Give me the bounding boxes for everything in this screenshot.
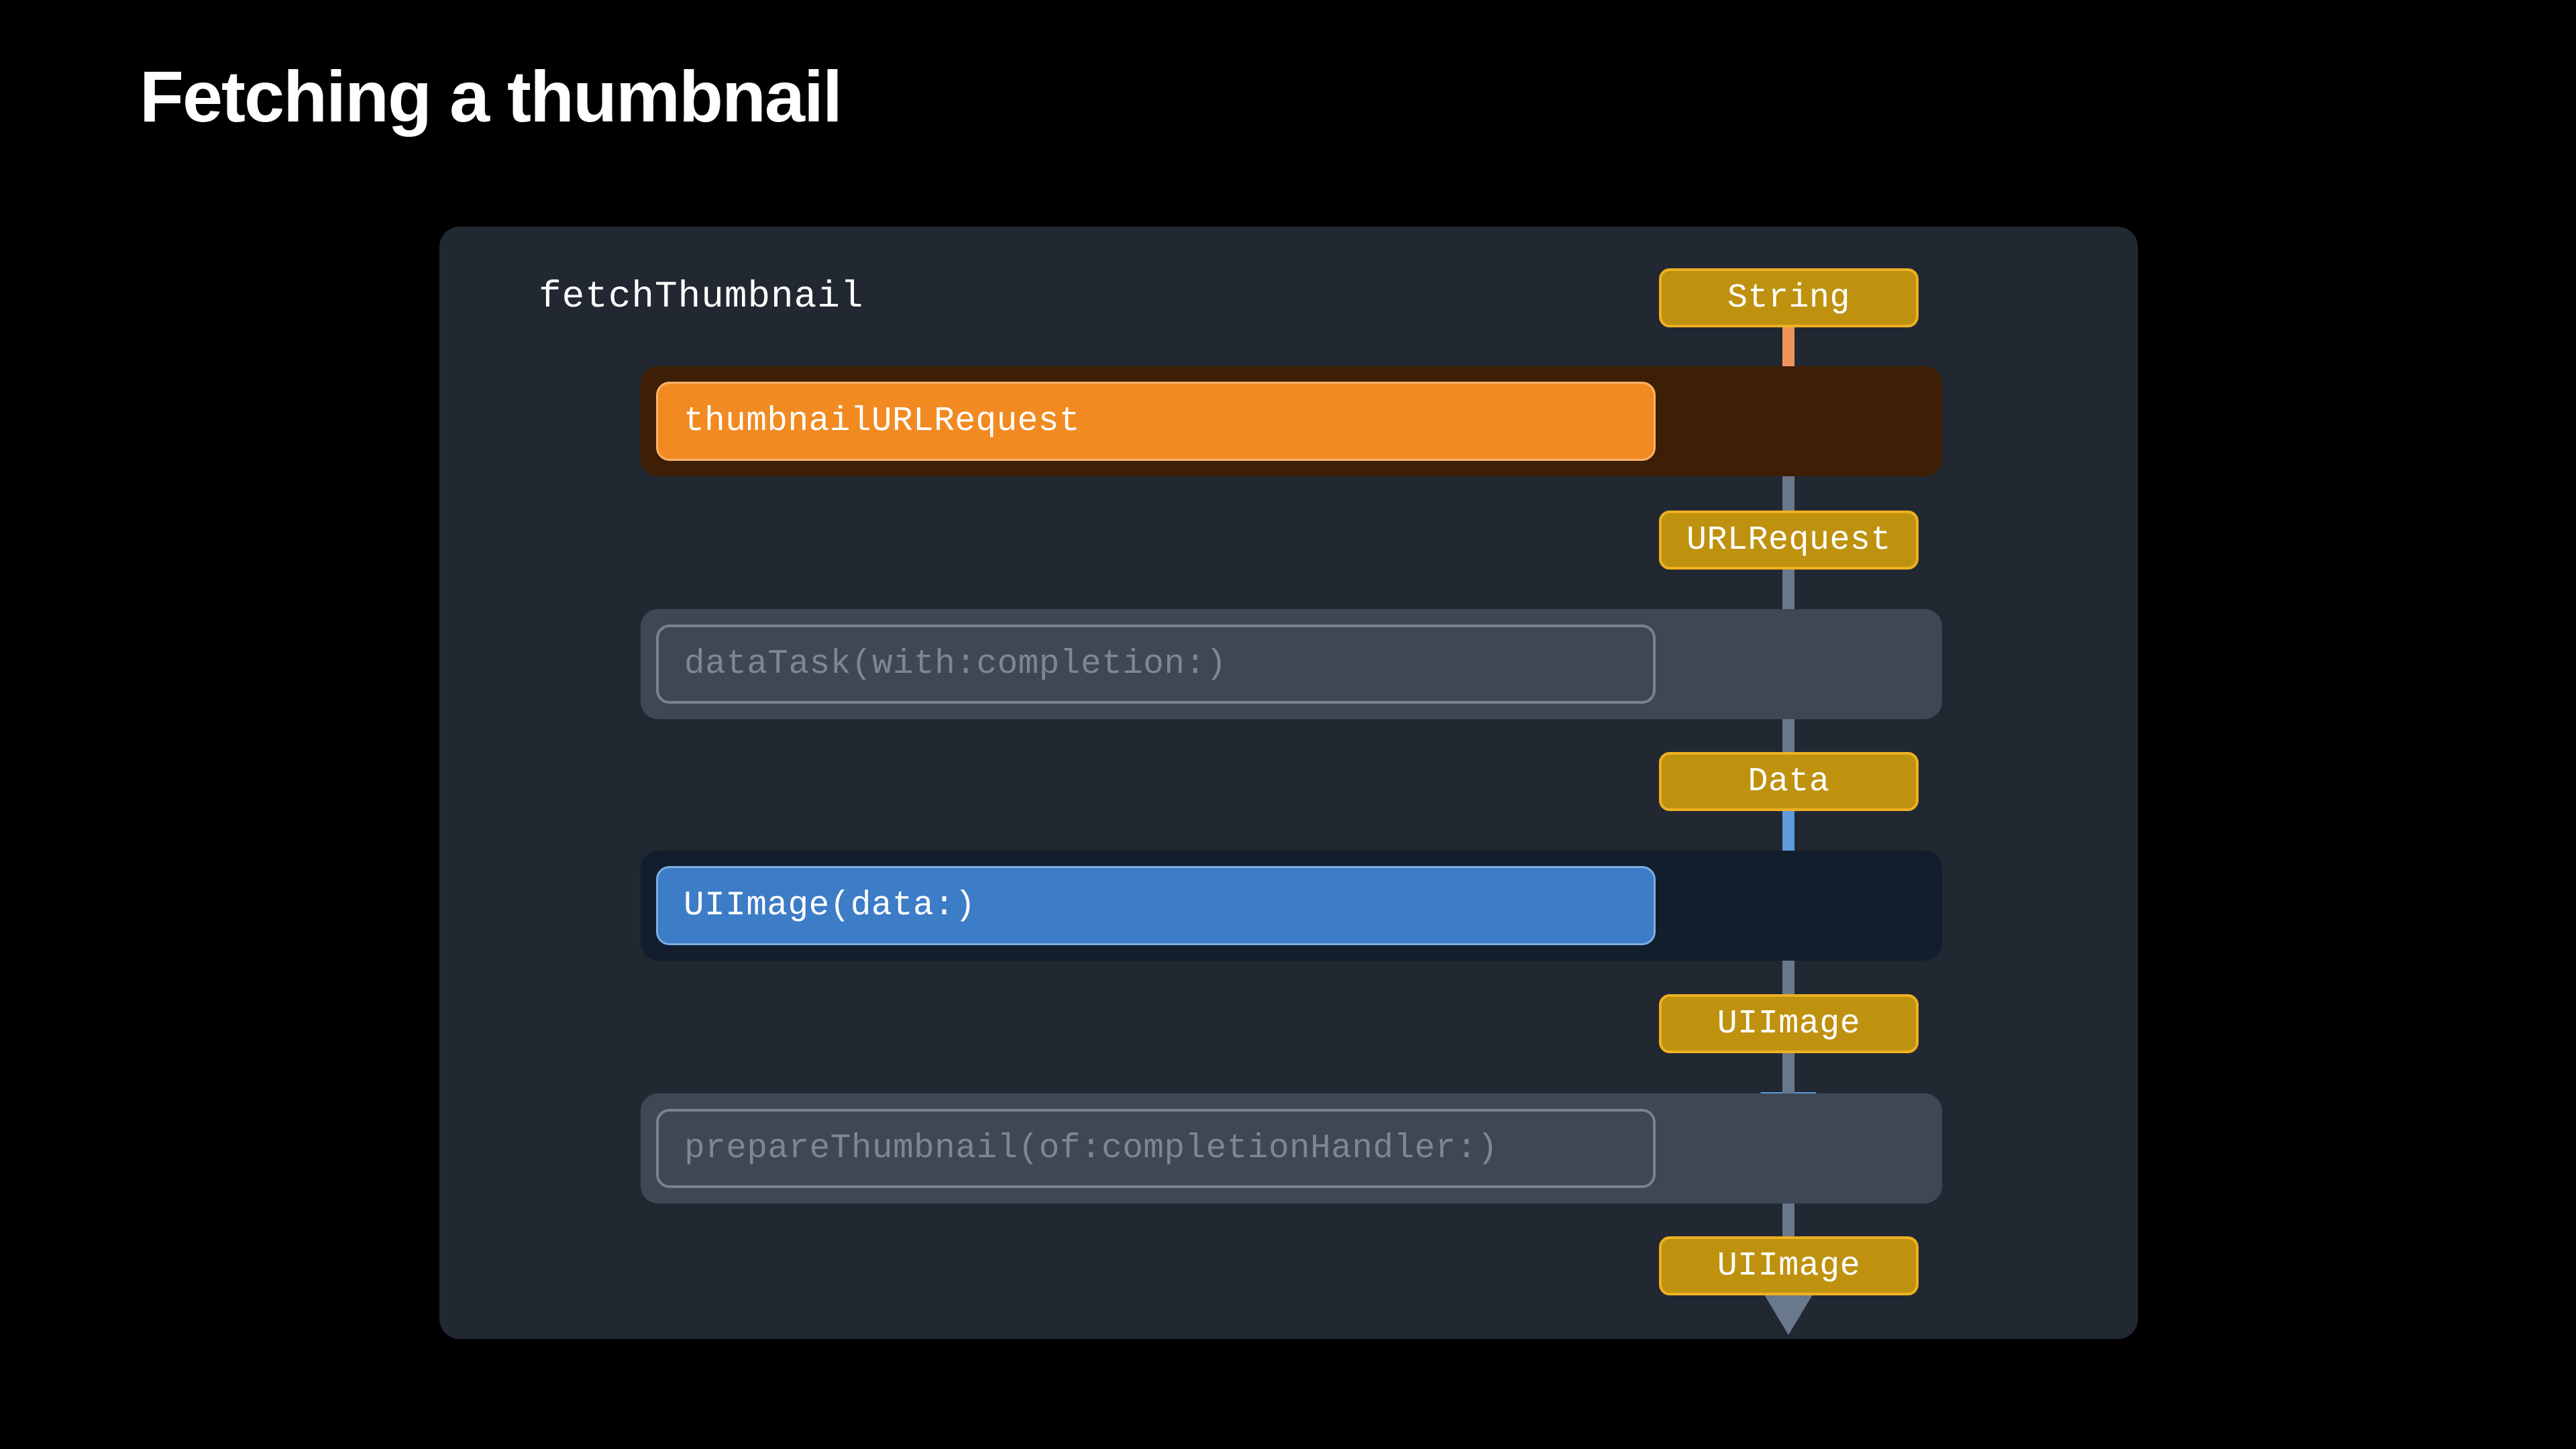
- operation-label: thumbnailURLRequest: [684, 402, 1080, 441]
- operation-pill[interactable]: thumbnailURLRequest: [656, 382, 1656, 461]
- type-badge-data[interactable]: Data: [1659, 752, 1919, 811]
- type-badge-label: URLRequest: [1686, 521, 1892, 559]
- operation-row-uiimage-data[interactable]: UIImage(data:): [641, 851, 1942, 961]
- type-badge-label: UIImage: [1717, 1004, 1861, 1043]
- type-badge-string[interactable]: String: [1659, 268, 1919, 327]
- operation-row-data-task[interactable]: dataTask(with:completion:): [641, 609, 1942, 719]
- operation-row-thumbnail-url-request[interactable]: thumbnailURLRequest: [641, 366, 1942, 476]
- operation-label: prepareThumbnail(of:completionHandler:): [684, 1129, 1499, 1168]
- type-badge-label: String: [1727, 278, 1851, 317]
- operation-pill[interactable]: dataTask(with:completion:): [656, 625, 1656, 704]
- page-title: Fetching a thumbnail: [140, 56, 843, 137]
- type-badge-uiimage-2[interactable]: UIImage: [1659, 1236, 1919, 1295]
- type-badge-uiimage-1[interactable]: UIImage: [1659, 994, 1919, 1053]
- type-badge-label: UIImage: [1717, 1246, 1861, 1285]
- operation-pill[interactable]: UIImage(data:): [656, 866, 1656, 945]
- function-name-label: fetchThumbnail: [539, 275, 864, 318]
- diagram-card: fetchThumbnail: [439, 227, 2138, 1339]
- operation-pill[interactable]: prepareThumbnail(of:completionHandler:): [656, 1109, 1656, 1188]
- type-badge-urlrequest[interactable]: URLRequest: [1659, 511, 1919, 570]
- type-badge-label: Data: [1748, 762, 1830, 801]
- operation-label: dataTask(with:completion:): [684, 645, 1227, 684]
- operation-row-prepare-thumbnail[interactable]: prepareThumbnail(of:completionHandler:): [641, 1093, 1942, 1203]
- operation-label: UIImage(data:): [684, 886, 976, 925]
